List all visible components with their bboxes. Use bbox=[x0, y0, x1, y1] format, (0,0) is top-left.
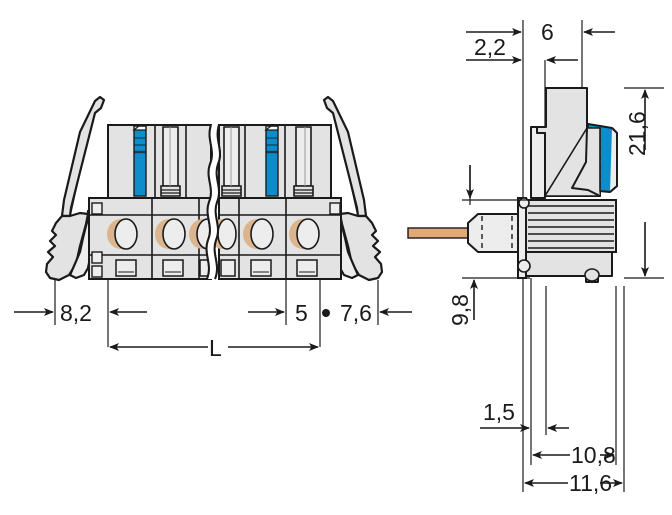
dimension-L-label: L bbox=[209, 335, 222, 361]
blue-actuation-lever-1 bbox=[132, 125, 147, 197]
side-view: 2,2 6 bbox=[407, 19, 664, 496]
dimension-11-6: 11,6 bbox=[524, 470, 623, 496]
dimension-1-5-label: 1,5 bbox=[483, 399, 515, 425]
dimension-10-8: 10,8 bbox=[532, 442, 616, 468]
clamp-spring-1 bbox=[160, 126, 181, 197]
side-view-extension-lines-bottom bbox=[522, 278, 625, 492]
front-view-extension-lines bbox=[54, 280, 379, 347]
clamp-spring-2 bbox=[221, 126, 242, 197]
dimension-21-6: 21,6 bbox=[624, 87, 664, 279]
bottom-openings-right bbox=[220, 259, 318, 277]
break-line bbox=[205, 124, 221, 280]
dimension-11-6-label: 11,6 bbox=[569, 470, 612, 496]
dimension-6-label: 6 bbox=[541, 19, 554, 45]
dimension-2-2-label: 2,2 bbox=[474, 34, 506, 60]
connector-housing-left bbox=[88, 124, 220, 280]
dimension-9-8: 9,8 bbox=[447, 277, 530, 326]
front-view: 8,2 5 7,6 L bbox=[14, 95, 412, 361]
dimension-10-8-label: 10,8 bbox=[571, 442, 616, 468]
connector-housing-right bbox=[210, 124, 342, 280]
dimension-1-5: 1,5 bbox=[480, 399, 569, 432]
contact-pin bbox=[407, 213, 519, 253]
ribbed-band bbox=[525, 199, 617, 253]
side-view-body bbox=[407, 87, 618, 283]
contact-openings-right bbox=[210, 218, 320, 250]
dimension-2-2: 2,2 bbox=[466, 28, 522, 64]
dimension-7-6-label: 7,6 bbox=[340, 300, 372, 326]
dimension-5-label: 5 bbox=[295, 300, 308, 326]
clamp-spring-3 bbox=[293, 126, 314, 197]
dimension-8-2: 8,2 bbox=[14, 300, 147, 326]
dimension-8-2-label: 8,2 bbox=[60, 300, 92, 326]
dimension-5: 5 bbox=[248, 300, 308, 326]
dimension-9-8-label: 9,8 bbox=[447, 294, 473, 326]
side-view-top-reference-arrow bbox=[462, 165, 530, 201]
dimension-21-6-label: 21,6 bbox=[624, 111, 650, 156]
center-mark-dot bbox=[322, 309, 330, 317]
contact-openings-left bbox=[107, 218, 220, 250]
bottom-openings-left bbox=[115, 259, 215, 277]
blue-actuation-lever-2 bbox=[264, 125, 279, 197]
dimension-6: 6 bbox=[541, 19, 615, 64]
dimension-L: L bbox=[109, 335, 319, 361]
dimension-7-6: 7,6 bbox=[340, 300, 412, 326]
